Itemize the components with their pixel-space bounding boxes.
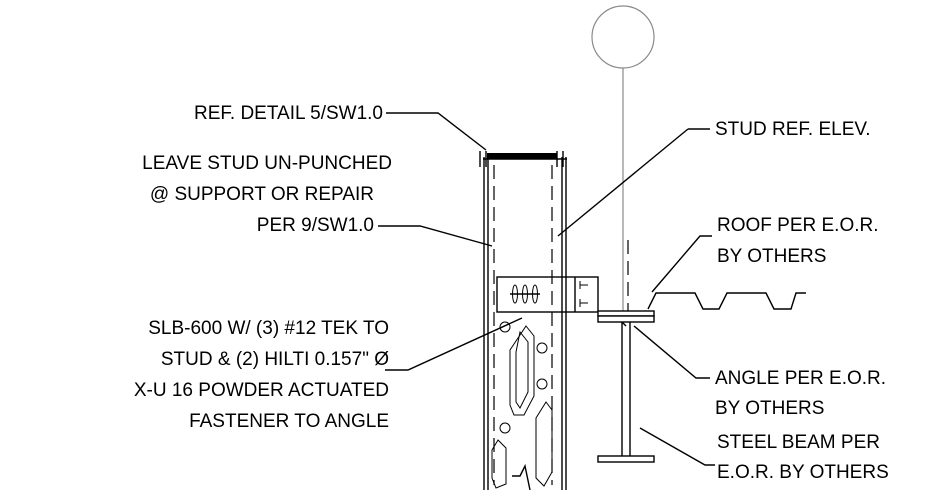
slb-label-line4: FASTENER TO ANGLE [189, 411, 389, 432]
angle-label-line1: ANGLE PER E.O.R. [715, 368, 886, 389]
stud-ref-label: STUD REF. ELEV. [715, 119, 871, 140]
slb-label-line1: SLB-600 W/ (3) #12 TEK TO [148, 318, 389, 339]
slb-bracket [496, 276, 599, 313]
leave-stud-label-line1: LEAVE STUD UN-PUNCHED [142, 153, 392, 174]
angle-label-line2: BY OTHERS [715, 398, 824, 419]
steel-beam-label-line2: E.O.R. BY OTHERS [717, 462, 889, 483]
roof-label-line2: BY OTHERS [717, 246, 826, 267]
slb-label-line3: X-U 16 POWDER ACTUATED [134, 380, 389, 401]
roof-deck [647, 292, 806, 310]
metal-stud [479, 151, 567, 490]
steel-beam-label-line1: STEEL BEAM PER [717, 432, 880, 453]
slb-label-line2: STUD & (2) HILTI 0.157" Ø [161, 349, 389, 370]
steel-beam [597, 315, 655, 463]
roof-label-line1: ROOF PER E.O.R. [717, 215, 879, 236]
leave-stud-label-line2: @ SUPPORT OR REPAIR [150, 184, 374, 205]
leave-stud-label-line3: PER 9/SW1.0 [257, 215, 374, 236]
ref-detail-label: REF. DETAIL 5/SW1.0 [194, 103, 383, 124]
leaders [378, 112, 715, 466]
reference-bubble [591, 5, 655, 318]
